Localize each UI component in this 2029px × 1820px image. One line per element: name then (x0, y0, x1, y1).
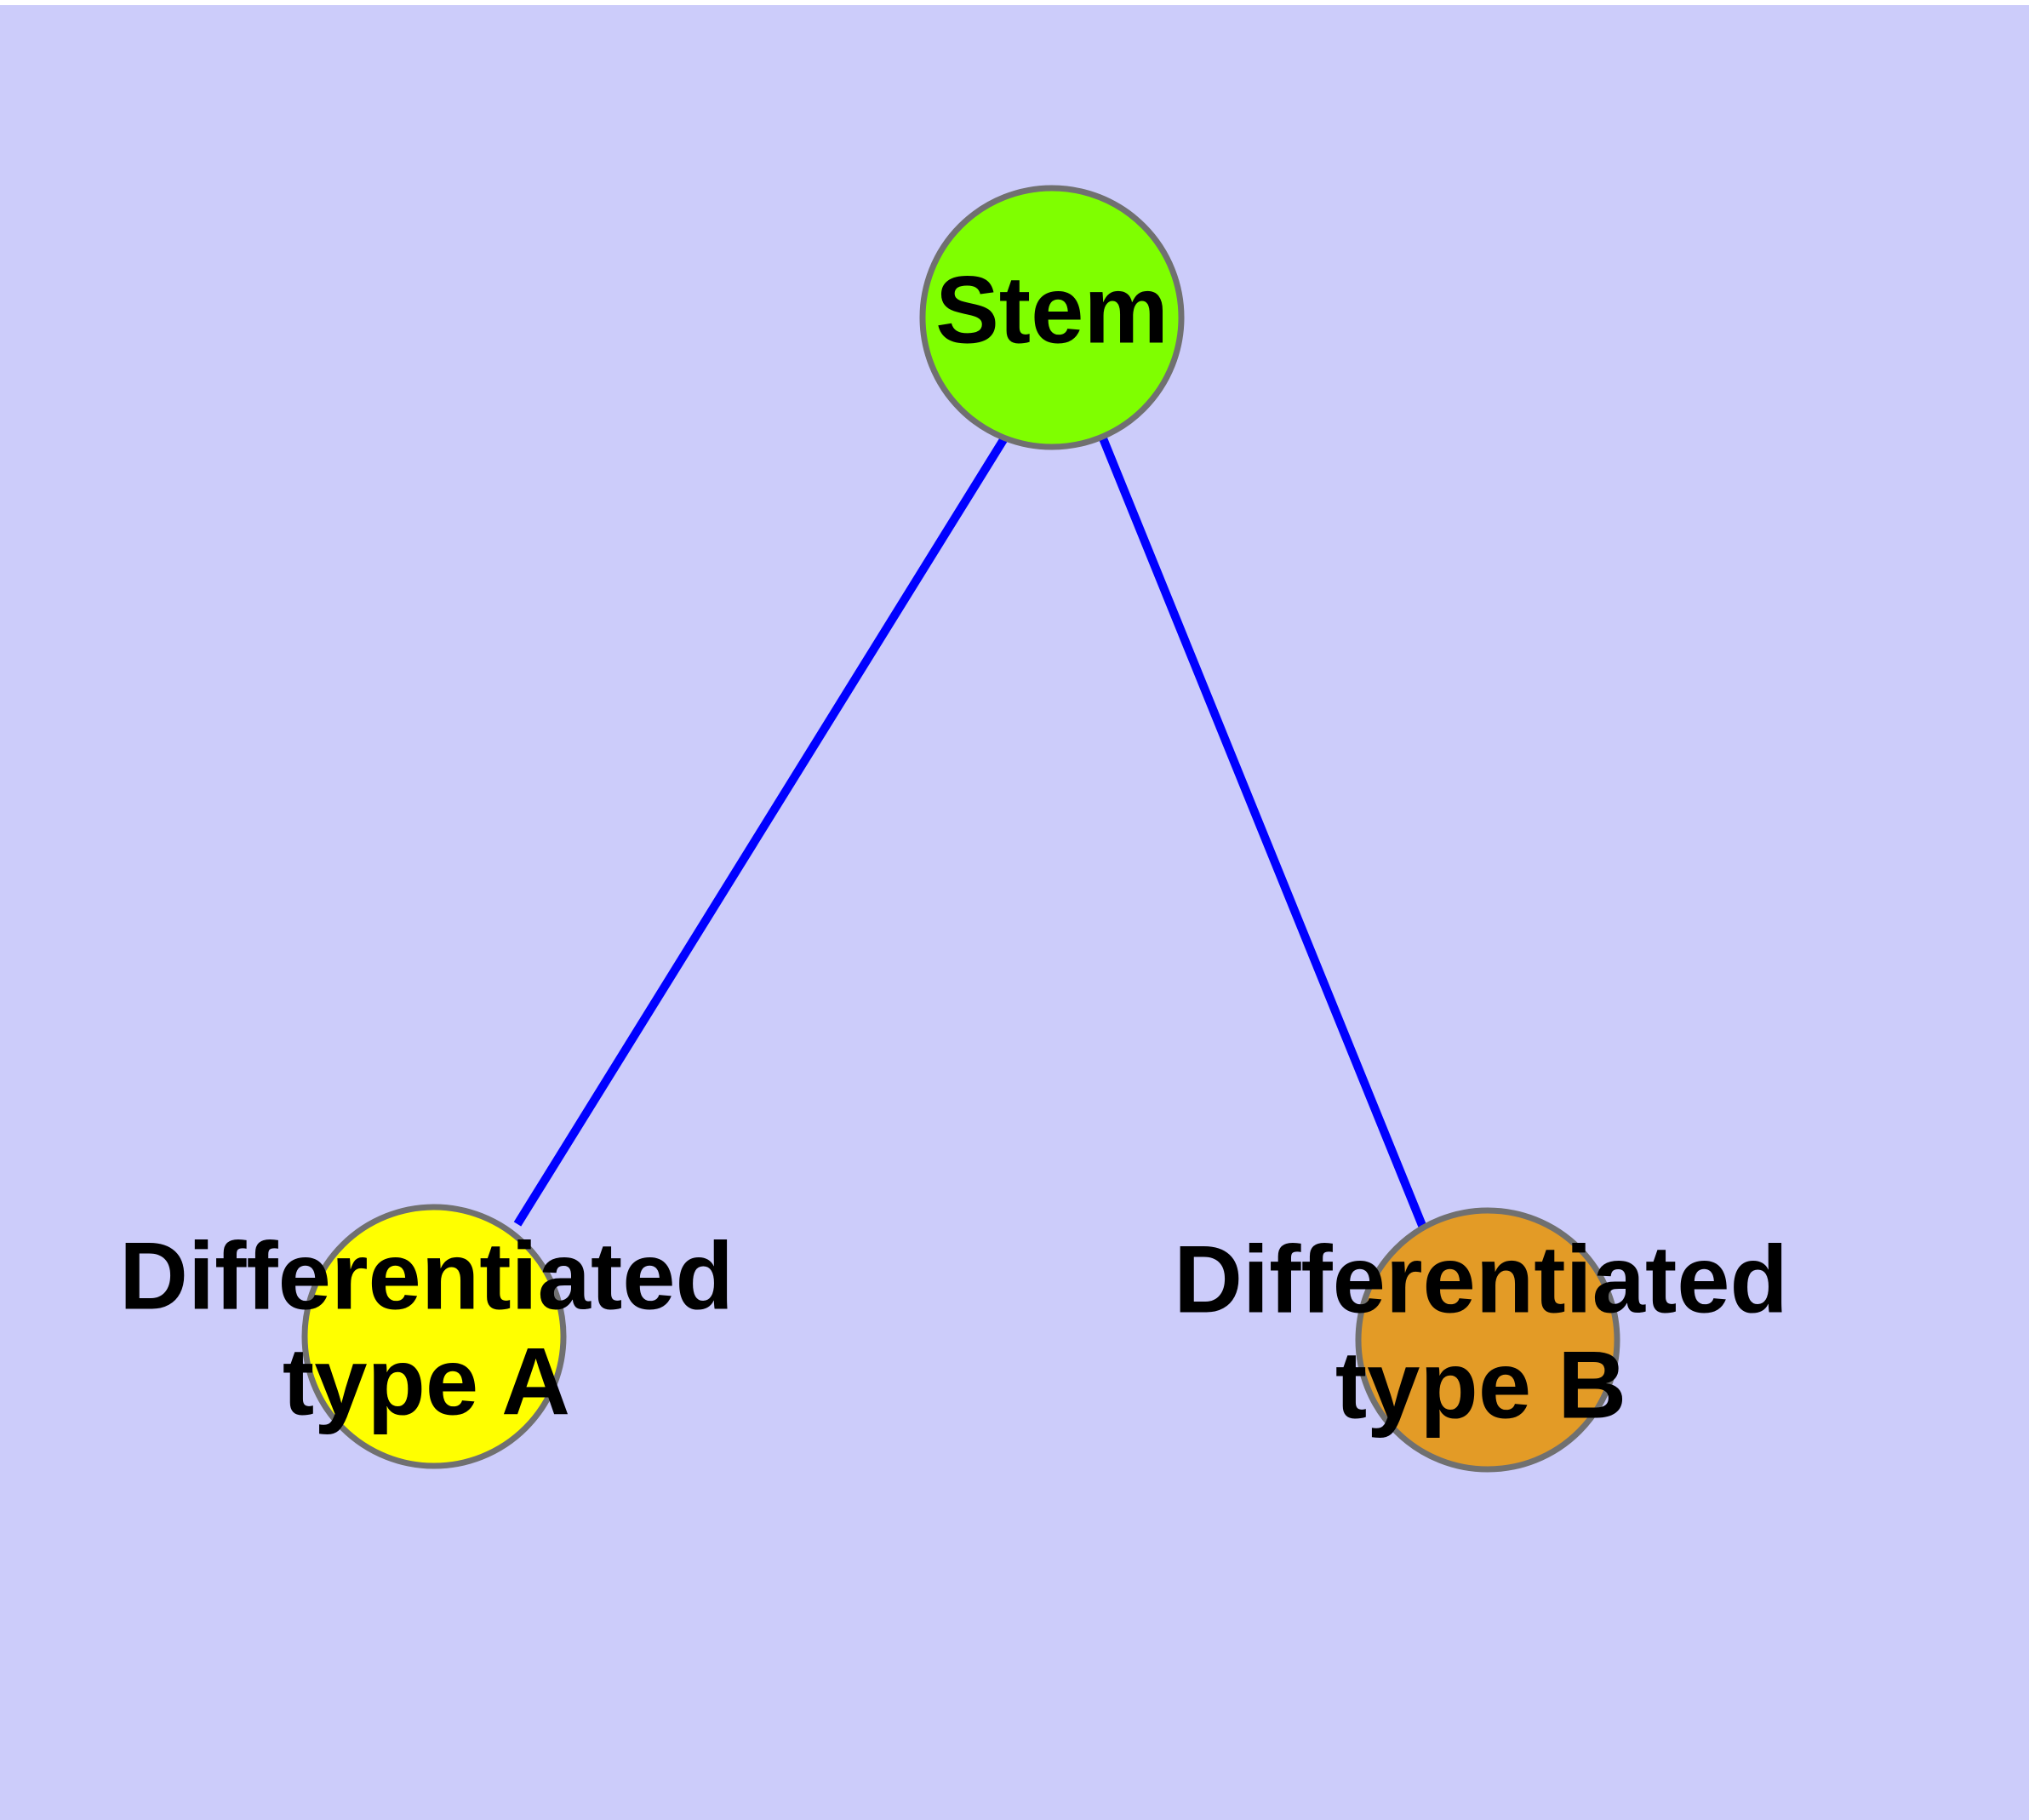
node-label-diff_b-line-1: Differentiated (1174, 1227, 1788, 1333)
node-label-diff_a-line-1: Differentiated (119, 1223, 734, 1330)
graph-edge-stem-diff_a (513, 436, 1009, 1227)
node-label-stem-line-1: Stem (935, 257, 1169, 363)
node-circle-diff_a[interactable] (301, 1204, 567, 1469)
edge-layer (513, 436, 1427, 1229)
node-label-diff_b-line-2: type B (1335, 1332, 1626, 1439)
node-circle-diff_b[interactable] (1355, 1207, 1620, 1473)
graph-edge-stem-diff_b (1099, 437, 1427, 1229)
node-circle-stem[interactable] (919, 185, 1185, 450)
node-label-diff_a-line-2: type A (283, 1329, 570, 1435)
top-margin-strip (0, 0, 2029, 5)
graph-node-stem[interactable]: Stem (919, 185, 1185, 450)
